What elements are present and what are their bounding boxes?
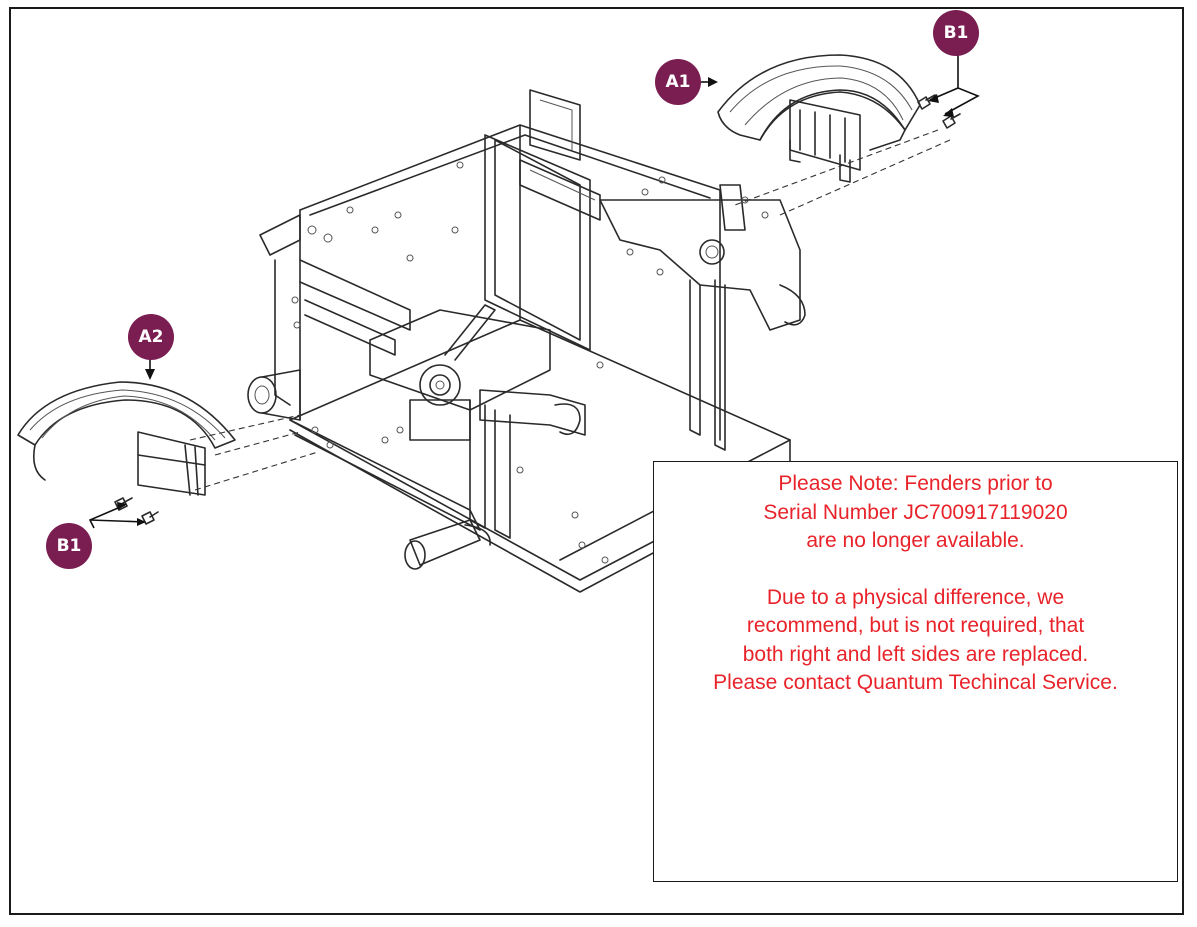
callout-a2: A2: [128, 314, 174, 360]
note-text: Please Note: Fenders prior to Serial Num…: [654, 470, 1177, 698]
note-line-6: both right and left sides are replaced.: [742, 642, 1089, 666]
callout-b1-top: B1: [933, 10, 979, 56]
note-line-1: Please Note: Fenders prior to: [778, 472, 1053, 495]
screws-b1-bottom: [114, 497, 159, 525]
fender-a1: [717, 54, 921, 183]
note-line-5: recommend, but is not required, that: [746, 614, 1085, 637]
screws-b1-top: [917, 94, 961, 129]
chassis-frame: [247, 89, 806, 593]
note-line-7: Please contact Quantum Techincal Service…: [713, 671, 1118, 694]
note-line-3: are no longer available.: [806, 529, 1025, 552]
callout-b1-bottom: B1: [46, 523, 92, 569]
fender-a2: [17, 381, 236, 496]
note-box: Please Note: Fenders prior to Serial Num…: [653, 461, 1178, 882]
leader-lines: [88, 55, 980, 529]
note-line-4: Due to a physical difference, we: [766, 585, 1065, 609]
callout-a1: A1: [655, 59, 701, 105]
assembly-lines: [189, 129, 951, 491]
note-line-2: Serial Number JC700917119020: [763, 500, 1068, 524]
diagram-frame: [9, 7, 1184, 915]
